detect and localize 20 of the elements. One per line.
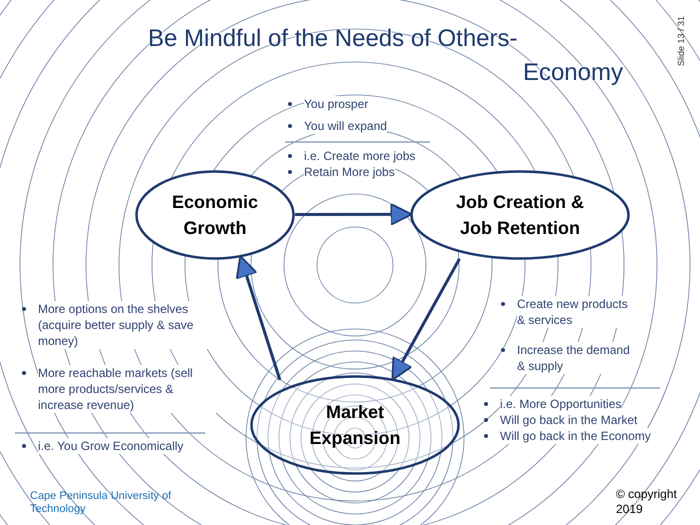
copyright-notice: © copyright 2019 [616,487,678,517]
bullet-point: i.e. You Grow Economically [38,438,184,454]
bullet-point: You prosper [304,96,368,112]
node-label: Job Creation & Job Retention [454,191,585,240]
node-label: Market Expansion [308,401,402,450]
node-label: Economic Growth [170,191,260,240]
slide-number: Slide 13 / 31 [676,16,686,66]
ellipse-node [135,170,295,260]
arrow [391,258,461,381]
ellipse-node [410,170,630,260]
bullet-point: Will go back in the Economy [500,428,651,444]
bullet-point: i.e. Create more jobs [304,148,416,164]
bullet-point: You will expand [304,118,387,134]
bullet-point: i.e. More Opportunities [500,396,622,412]
bullet-point: Will go back in the Market [500,412,638,428]
ellipse-node [250,375,460,475]
arrow [236,255,282,380]
bullet-point: Retain More jobs [304,164,395,180]
bullet-point: More reachable markets (sell more products/services & increase revenue) [38,365,216,413]
arrow [295,202,413,226]
